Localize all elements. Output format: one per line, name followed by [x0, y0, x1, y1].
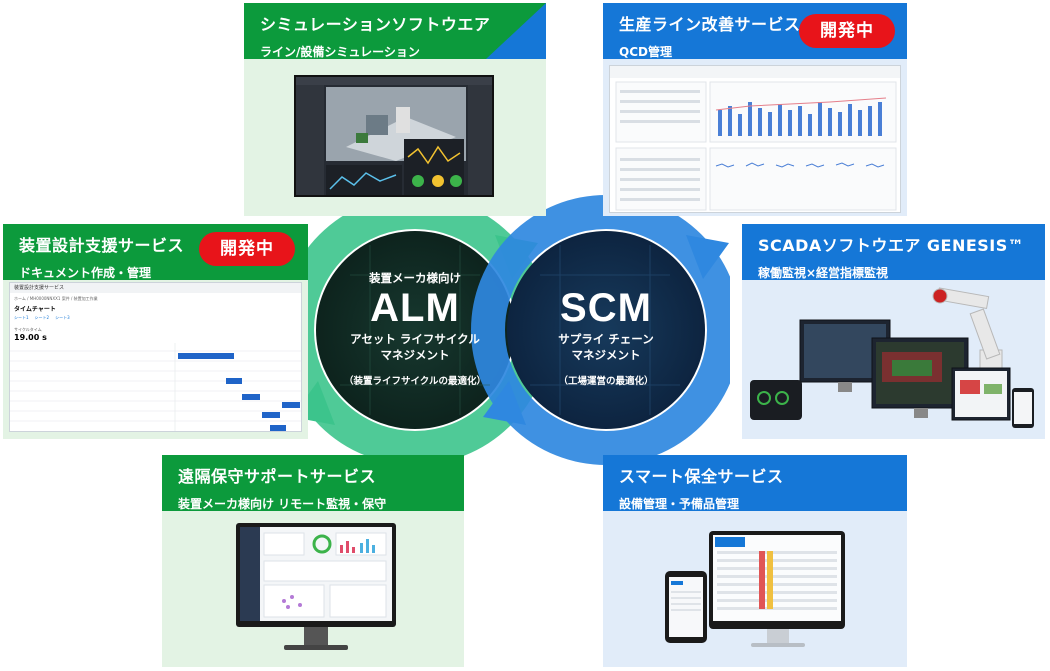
card-design-support-title: 装置設計支援サービス	[19, 236, 185, 255]
card-design-support: 装置設計支援サービス ドキュメント作成・管理 開発中 装置設計支援サービス ホー…	[3, 224, 308, 439]
scm-line2: マネジメント	[571, 348, 641, 362]
card-simulation-subtitle: ライン/設備シミュレーション	[260, 45, 420, 59]
alm-note: （装置ライフサイクルの最適化）	[343, 376, 487, 387]
tab-sheet-2[interactable]: シート2	[34, 315, 50, 320]
timechart-page-title: タイムチャート	[14, 306, 56, 313]
card-remote-maintenance-subtitle: 装置メーカ様向け リモート監視・保守	[178, 497, 387, 511]
tab-sheet-1[interactable]: シート1	[14, 315, 29, 320]
alm-core	[316, 231, 514, 429]
simulation-screenshot	[294, 75, 494, 197]
card-production-line-title: 生産ライン改善サービス	[619, 15, 801, 34]
timechart-gantt	[10, 343, 301, 431]
scm-arrow	[483, 381, 526, 425]
timechart-tabs: シート1 シート2 シート3	[10, 315, 301, 321]
scm-arrow-top	[686, 235, 729, 279]
card-remote-maintenance-title: 遠隔保守サポートサービス	[178, 467, 377, 486]
scm-label: SCM サプライ チェーン マネジメント （工場運営の最適化）	[526, 286, 686, 387]
scm-line1: サプライ チェーン	[558, 332, 654, 346]
qcd-dashboard-screenshot	[609, 65, 901, 213]
card-production-line: 生産ライン改善サービス QCD管理 開発中	[603, 3, 907, 216]
card-smart-maintenance: スマート保全サービス 設備管理・予備品管理	[603, 455, 907, 667]
card-design-support-subtitle: ドキュメント作成・管理	[19, 266, 152, 280]
status-badge-in-development: 開発中	[199, 232, 295, 266]
alm-title: ALM	[370, 286, 460, 330]
card-scada-header: SCADAソフトウエア GENESIS™ 稼働監視×経営指標監視	[742, 224, 1045, 280]
card-remote-maintenance: 遠隔保守サポートサービス 装置メーカ様向け リモート監視・保守	[162, 455, 464, 667]
lifecycle-rings	[290, 195, 730, 465]
timechart-app-bar: 装置設計支援サービス	[10, 283, 301, 293]
timechart-breadcrumb: ホーム / MH0000NNXX1 案件 / 装置加工作業	[14, 296, 98, 301]
simulation-3d-view	[296, 77, 492, 195]
qcd-dashboard-charts	[610, 66, 900, 211]
scm-note: （工場運営の最適化）	[558, 376, 654, 387]
alm-label: 装置メーカ様向け ALM アセット ライフサイクル マネジメント （装置ライフサ…	[335, 270, 495, 387]
scm-core	[507, 231, 705, 429]
card-smart-maintenance-header: スマート保全サービス 設備管理・予備品管理	[603, 455, 907, 511]
card-simulation: シミュレーションソフトウエア ライン/設備シミュレーション	[244, 3, 546, 216]
cycle-time-value: 19.00 s	[14, 333, 47, 342]
card-smart-maintenance-subtitle: 設備管理・予備品管理	[619, 497, 740, 511]
status-badge-in-development: 開発中	[799, 14, 895, 48]
timechart-screenshot: 装置設計支援サービス ホーム / MH0000NNXX1 案件 / 装置加工作業…	[9, 282, 302, 432]
alm-line1: アセット ライフサイクル	[350, 332, 480, 346]
card-scada-subtitle: 稼働監視×経営指標監視	[758, 266, 889, 280]
scada-devices-illustration	[750, 287, 1034, 428]
card-scada-title: SCADAソフトウエア GENESIS™	[758, 236, 1025, 255]
alm-target: 装置メーカ様向け	[369, 271, 461, 285]
card-scada: SCADAソフトウエア GENESIS™ 稼働監視×経営指標監視	[742, 224, 1045, 439]
remote-monitor-illustration	[236, 523, 396, 650]
header-corner-accent	[486, 3, 546, 59]
card-simulation-header: シミュレーションソフトウエア ライン/設備シミュレーション	[244, 3, 546, 59]
smart-maintenance-illustration	[665, 531, 845, 647]
cycle-time-label: サイクルタイム	[14, 327, 42, 332]
tab-sheet-3[interactable]: シート3	[55, 315, 70, 320]
card-smart-maintenance-title: スマート保全サービス	[619, 467, 784, 486]
scm-title: SCM	[560, 286, 652, 330]
card-simulation-title: シミュレーションソフトウエア	[260, 15, 491, 34]
alm-line2: マネジメント	[380, 348, 450, 362]
card-production-line-subtitle: QCD管理	[619, 45, 672, 59]
card-remote-maintenance-header: 遠隔保守サポートサービス 装置メーカ様向け リモート監視・保守	[162, 455, 464, 511]
